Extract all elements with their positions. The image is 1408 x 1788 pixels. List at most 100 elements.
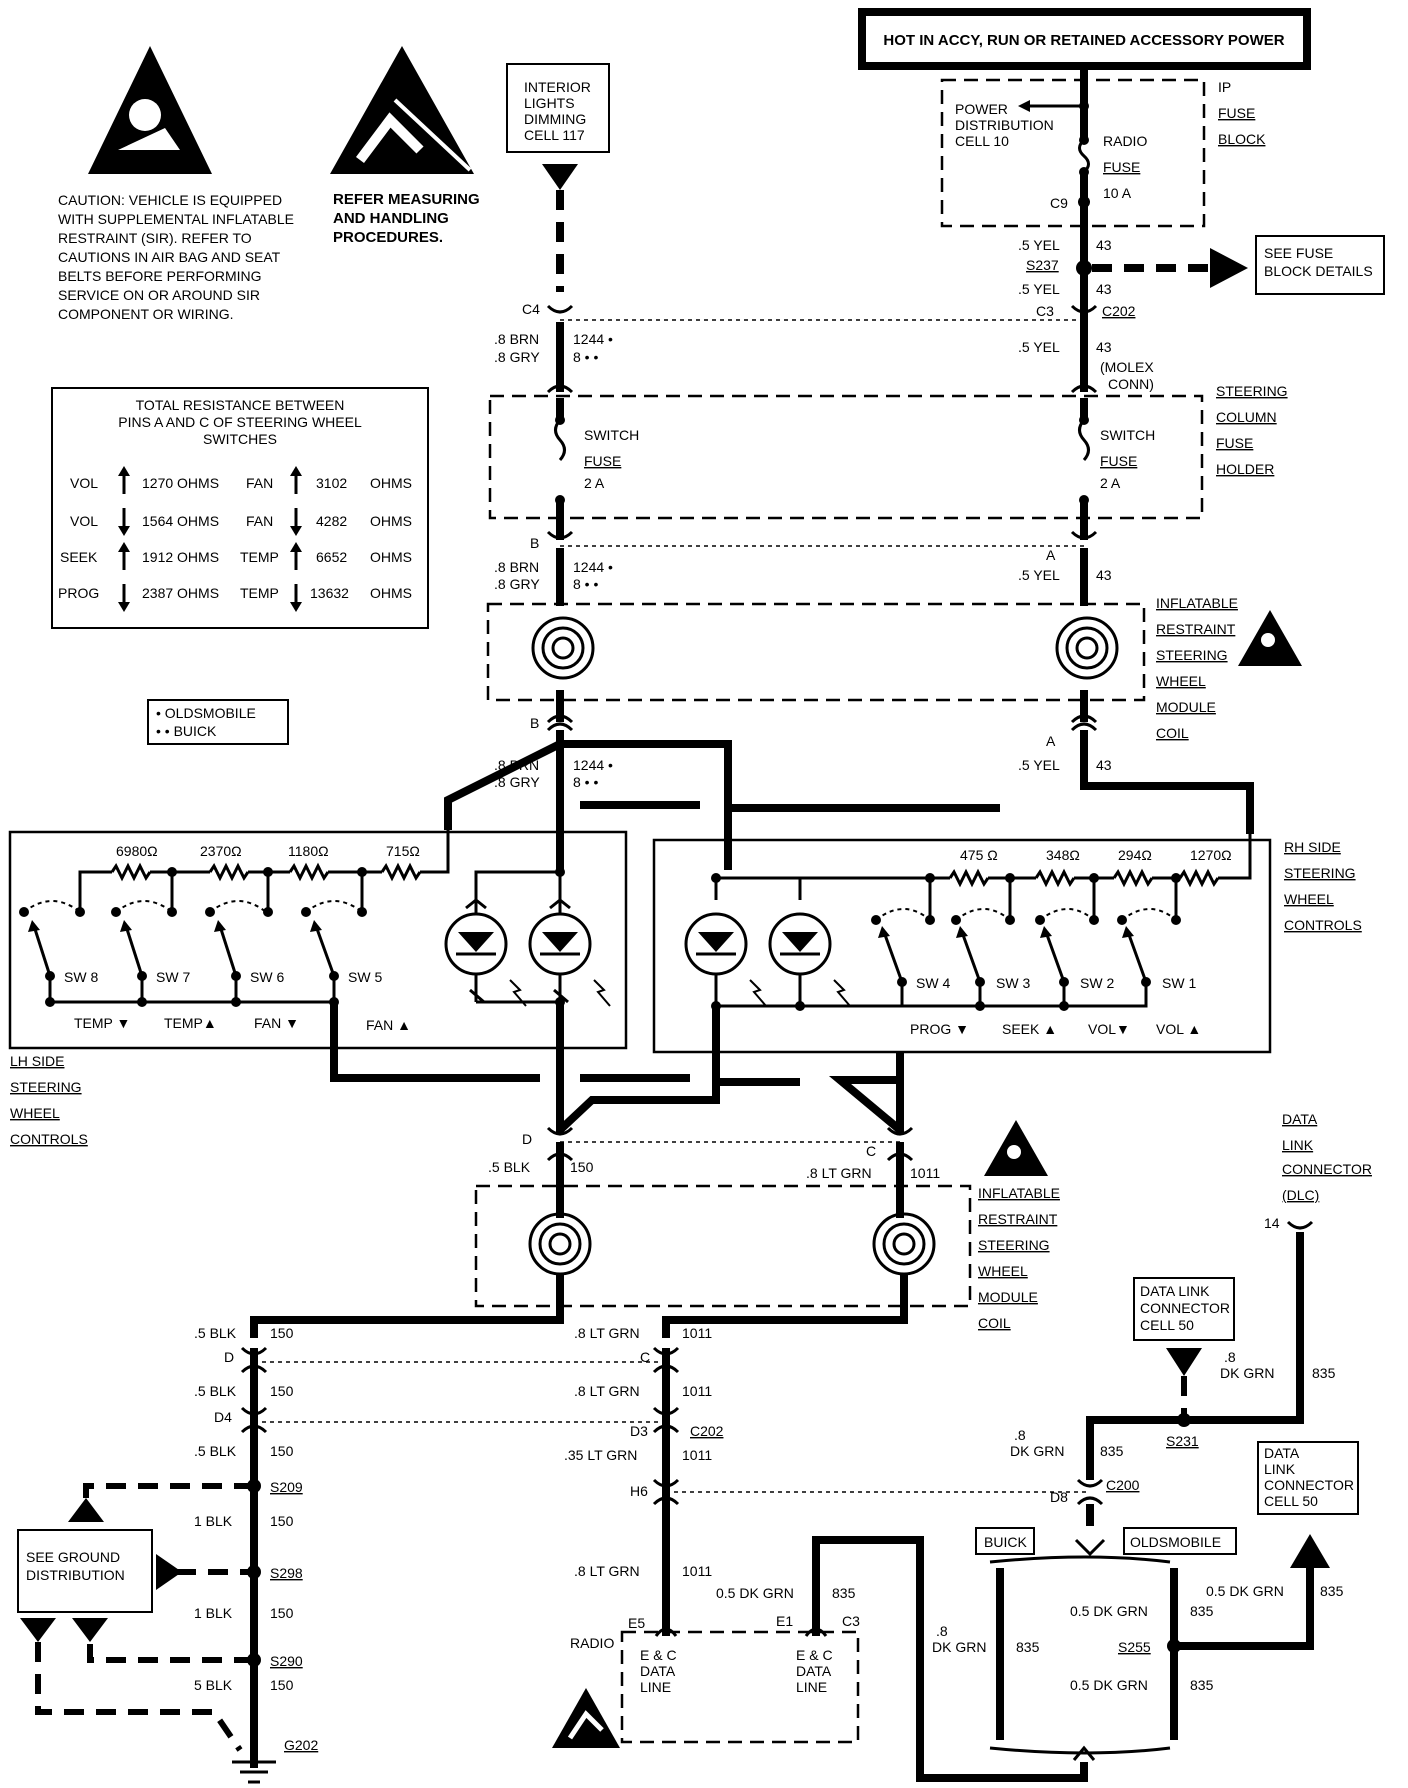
- interior-lights-ref: INTERIOR LIGHTS DIMMING CELL 117: [506, 63, 610, 190]
- svg-text:2 A: 2 A: [584, 475, 605, 491]
- switch-icon: [871, 908, 1181, 987]
- svg-text:FUSE: FUSE: [1216, 435, 1253, 451]
- svg-text:150: 150: [570, 1159, 594, 1175]
- connector-lower-coil-top: D C: [522, 1126, 914, 1159]
- svg-text:TOTAL RESISTANCE BETWEEN: TOTAL RESISTANCE BETWEEN: [136, 397, 345, 413]
- svg-text:475 Ω: 475 Ω: [960, 847, 998, 863]
- fuse-details-ref: SEE FUSE BLOCK DETAILS: [1255, 235, 1385, 295]
- connector-upper-coil: B A: [530, 530, 1098, 563]
- svg-text:43: 43: [1096, 237, 1112, 253]
- sir-icon-lower: [984, 1120, 1048, 1176]
- s255-splice: S255 0.5 DK GRN 835 0.5 DK GRN 835 0.5 D…: [1070, 1583, 1344, 1693]
- svg-text:43: 43: [1096, 281, 1112, 297]
- svg-text:150: 150: [270, 1513, 294, 1529]
- svg-text:D: D: [522, 1131, 532, 1147]
- svg-text:FUSE: FUSE: [1103, 159, 1140, 175]
- svg-text:14: 14: [1264, 1215, 1280, 1231]
- svg-text:LINE: LINE: [640, 1679, 671, 1695]
- svg-text:C200: C200: [1106, 1477, 1140, 1493]
- s237-splice: .5 YEL 43 S237 .5 YEL 43: [1018, 237, 1112, 297]
- svg-text:TEMP ▼: TEMP ▼: [74, 1015, 130, 1031]
- svg-text:CONTROLS: CONTROLS: [10, 1131, 88, 1147]
- svg-text:2387 OHMS: 2387 OHMS: [142, 585, 219, 601]
- dlc-ref-1: DATA LINK CONNECTOR CELL 50: [1133, 1277, 1235, 1376]
- svg-text:BLOCK DETAILS: BLOCK DETAILS: [1264, 263, 1373, 279]
- svg-text:5 BLK: 5 BLK: [194, 1677, 233, 1693]
- svg-text:6980Ω: 6980Ω: [116, 843, 158, 859]
- svg-text:.5 BLK: .5 BLK: [194, 1325, 237, 1341]
- svg-text:TEMP▲: TEMP▲: [164, 1015, 217, 1031]
- svg-text:.8 LT GRN: .8 LT GRN: [574, 1563, 640, 1579]
- svg-text:RESTRAINT: RESTRAINT: [1156, 621, 1236, 637]
- svg-text:348Ω: 348Ω: [1046, 847, 1080, 863]
- svg-text:STEERING: STEERING: [1216, 383, 1288, 399]
- svg-text:AND HANDLING: AND HANDLING: [333, 210, 449, 227]
- svg-text:.5 BLK: .5 BLK: [488, 1159, 531, 1175]
- svg-text:SWITCHES: SWITCHES: [203, 431, 277, 447]
- svg-text:SW 7: SW 7: [156, 969, 190, 985]
- svg-text:DK GRN: DK GRN: [932, 1639, 986, 1655]
- svg-text:S290: S290: [270, 1653, 303, 1669]
- svg-text:150: 150: [270, 1443, 294, 1459]
- svg-text:835: 835: [1016, 1639, 1040, 1655]
- svg-text:1011: 1011: [682, 1325, 712, 1341]
- svg-text:CAUTIONS IN AIR BAG AND SEAT: CAUTIONS IN AIR BAG AND SEAT: [58, 249, 281, 265]
- table-row: SEEK 1912 OHMS TEMP 6652 OHMS: [60, 549, 412, 565]
- svg-text:3102: 3102: [316, 475, 347, 491]
- connector-coil-bottom: B A: [530, 714, 1098, 749]
- wire-labels-coil-bottom: .8 BRN .8 GRY 1244 • 8 • • .5 YEL 43: [494, 757, 1112, 790]
- svg-text:.8: .8: [1014, 1427, 1026, 1443]
- svg-text:RESTRAINT: RESTRAINT: [978, 1211, 1058, 1227]
- svg-text:CELL 50: CELL 50: [1264, 1493, 1318, 1509]
- radio-data-wire: [812, 1536, 1088, 1782]
- svg-text:STEERING: STEERING: [1156, 647, 1228, 663]
- svg-text:G202: G202: [284, 1737, 318, 1753]
- svg-text:RESTRAINT (SIR). REFER TO: RESTRAINT (SIR). REFER TO: [58, 230, 252, 246]
- svg-text:REFER MEASURING: REFER MEASURING: [333, 191, 480, 208]
- svg-text:PROG: PROG: [58, 585, 99, 601]
- radio-component: RADIO E & C DATA LINE E & C DATA LINE E5…: [570, 1613, 860, 1744]
- svg-text:PINS A AND C OF STEERING WHEEL: PINS A AND C OF STEERING WHEEL: [118, 414, 362, 430]
- s231-splice: S231 .8 DK GRN 835 .8 DK GRN 835: [1010, 1349, 1336, 1459]
- svg-text:.5 YEL: .5 YEL: [1018, 237, 1060, 253]
- down-arrow-icon: [118, 508, 302, 612]
- svg-text:835: 835: [1190, 1603, 1214, 1619]
- svg-text:WHEEL: WHEEL: [1156, 673, 1206, 689]
- svg-text:OHMS: OHMS: [370, 513, 412, 529]
- svg-text:1180Ω: 1180Ω: [288, 843, 329, 859]
- svg-text:E1: E1: [776, 1613, 793, 1629]
- svg-text:.8 LT GRN: .8 LT GRN: [806, 1165, 872, 1181]
- svg-text:150: 150: [270, 1677, 294, 1693]
- svg-text:.8 GRY: .8 GRY: [494, 774, 540, 790]
- svg-text:1912 OHMS: 1912 OHMS: [142, 549, 219, 565]
- svg-text:DIMMING: DIMMING: [524, 111, 586, 127]
- svg-text:PROCEDURES.: PROCEDURES.: [333, 229, 443, 246]
- svg-text:SW 8: SW 8: [64, 969, 98, 985]
- svg-text:E & C: E & C: [640, 1647, 677, 1663]
- rh-steering-wheel-controls: RH SIDE STEERING WHEEL CONTROLS 475 Ω 34…: [652, 834, 1362, 1054]
- svg-text:2 A: 2 A: [1100, 475, 1121, 491]
- power-source-box: HOT IN ACCY, RUN OR RETAINED ACCESSORY P…: [858, 8, 1311, 70]
- svg-text:SW 6: SW 6: [250, 969, 284, 985]
- svg-text:CELL 10: CELL 10: [955, 133, 1009, 149]
- svg-text:1270 OHMS: 1270 OHMS: [142, 475, 219, 491]
- upper-coil: INFLATABLE RESTRAINT STEERING WHEEL MODU…: [486, 595, 1238, 741]
- make-legend: • OLDSMOBILE • • BUICK: [147, 699, 289, 745]
- table-row: VOL 1564 OHMS FAN 4282 OHMS: [70, 513, 412, 529]
- svg-text:S231: S231: [1166, 1433, 1199, 1449]
- svg-text:FAN ▲: FAN ▲: [366, 1017, 411, 1033]
- svg-text:.5 YEL: .5 YEL: [1018, 339, 1060, 355]
- svg-text:LH SIDE: LH SIDE: [10, 1053, 64, 1069]
- power-source-text: HOT IN ACCY, RUN OR RETAINED ACCESSORY P…: [883, 32, 1284, 49]
- svg-text:.8 GRY: .8 GRY: [494, 576, 540, 592]
- svg-text:43: 43: [1096, 567, 1112, 583]
- svg-text:.8 BRN: .8 BRN: [494, 559, 539, 575]
- svg-text:SEE GROUND: SEE GROUND: [26, 1549, 120, 1565]
- svg-text:.8: .8: [1224, 1349, 1236, 1365]
- svg-text:OHMS: OHMS: [370, 475, 412, 491]
- svg-text:CONNECTOR: CONNECTOR: [1140, 1300, 1230, 1316]
- svg-text:1564 OHMS: 1564 OHMS: [142, 513, 219, 529]
- svg-text:C3: C3: [842, 1613, 860, 1629]
- svg-text:INFLATABLE: INFLATABLE: [1156, 595, 1238, 611]
- svg-text:TEMP: TEMP: [240, 549, 279, 565]
